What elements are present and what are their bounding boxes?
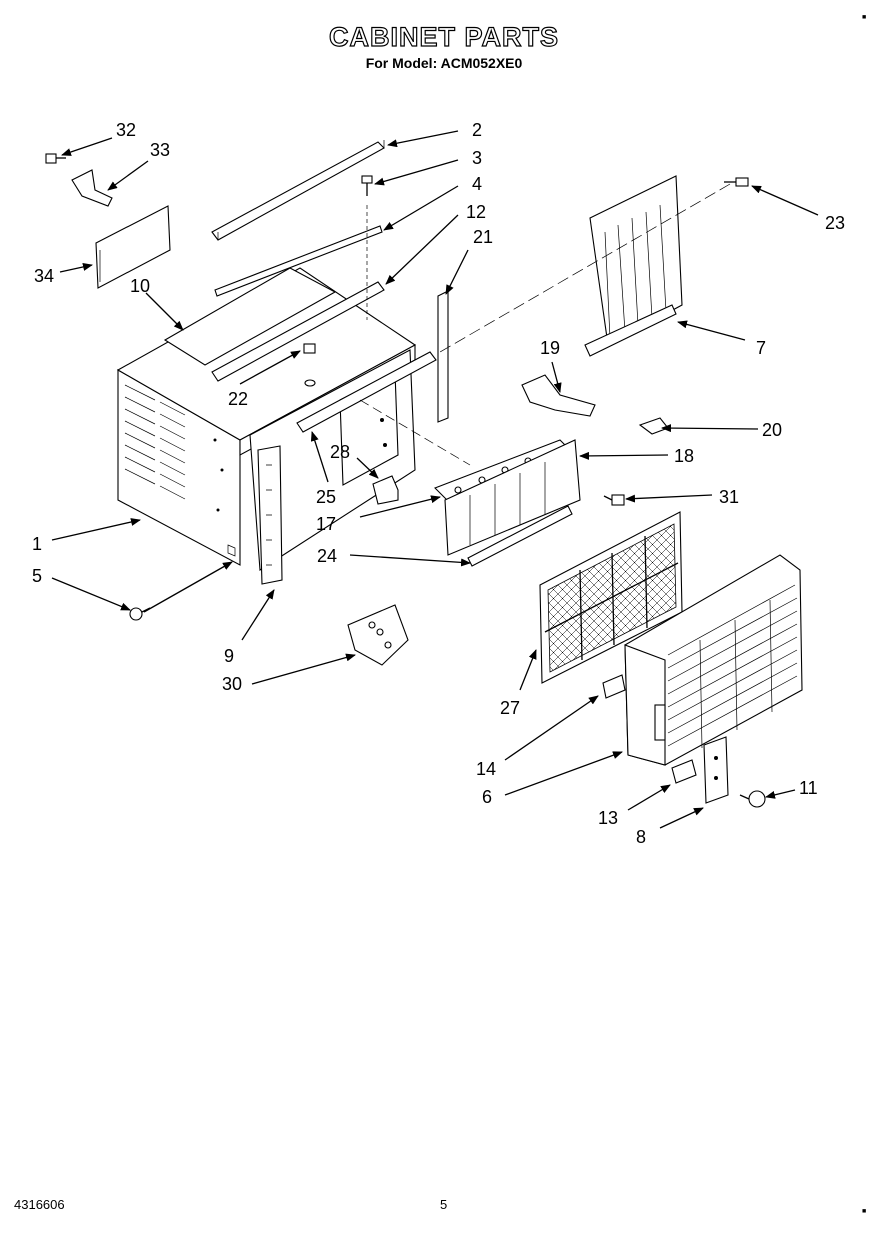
model-subtitle: For Model: ACM052XE0 (365, 55, 523, 71)
label-part-13: 13 (598, 808, 618, 828)
label-part-6: 6 (482, 787, 492, 807)
seal-strip-part-4 (214, 225, 383, 297)
label-part-28: 28 (330, 442, 350, 462)
clip-part-22 (303, 343, 316, 387)
label-part-24: 24 (317, 546, 337, 566)
label-part-18: 18 (674, 446, 694, 466)
side-rail-part-12 (211, 281, 385, 382)
label-part-3: 3 (472, 148, 482, 168)
label-part-8: 8 (636, 827, 646, 847)
document-number: 4316606 (14, 1197, 65, 1212)
label-part-22: 22 (228, 389, 248, 409)
label-part-30: 30 (222, 674, 242, 694)
page-number: 5 (440, 1197, 448, 1212)
clip-part-20 (638, 417, 669, 435)
part-number-labels: 2 3 4 12 21 23 7 19 20 18 31 17 24 28 25… (32, 120, 845, 847)
screw-part-5 (129, 607, 151, 621)
label-part-2: 2 (472, 120, 482, 140)
motor-mount-part-30 (347, 604, 409, 666)
back-louver-panel-part-7 (584, 175, 683, 357)
top-insulation-pad-part-10 (163, 267, 337, 366)
bracket-part-33 (71, 169, 113, 207)
label-part-20: 20 (762, 420, 782, 440)
lower-rail-part-25 (296, 351, 437, 433)
front-grille-part-6 (624, 554, 803, 766)
lever-part-19 (521, 374, 596, 417)
vertical-bracket-part-21 (437, 290, 449, 423)
label-part-1: 1 (32, 534, 42, 554)
panel-part-34 (95, 205, 171, 289)
air-filter-part-27 (539, 511, 683, 684)
corner-mark-bottom-right: ■ (862, 1208, 867, 1215)
corner-mark-top-right: ■ (862, 14, 867, 21)
page-title: CABINET PARTS (328, 21, 559, 52)
screw-part-23 (724, 177, 749, 187)
alignment-line-17 (359, 399, 471, 466)
label-part-32: 32 (116, 120, 136, 140)
screw-part-3 (361, 175, 373, 320)
label-part-21: 21 (473, 227, 493, 247)
screw-part-32 (45, 153, 66, 164)
alignment-line-23 (439, 183, 731, 353)
screw-part-31 (603, 494, 625, 506)
label-part-7: 7 (756, 338, 766, 358)
label-part-33: 33 (150, 140, 170, 160)
label-part-31: 31 (719, 487, 739, 507)
label-part-10: 10 (130, 276, 150, 296)
label-part-5: 5 (32, 566, 42, 586)
label-part-9: 9 (224, 646, 234, 666)
label-part-25: 25 (316, 487, 336, 507)
label-part-34: 34 (34, 266, 54, 286)
label-part-14: 14 (476, 759, 496, 779)
label-part-27: 27 (500, 698, 520, 718)
label-part-12: 12 (466, 202, 486, 222)
bracket-part-28 (372, 475, 399, 505)
label-part-23: 23 (825, 213, 845, 233)
label-part-11: 11 (799, 778, 818, 798)
top-rail-part-2 (211, 141, 385, 241)
hinge-plate-part-8 (703, 736, 729, 804)
grille-frame-part-18 (444, 439, 581, 556)
label-part-19: 19 (540, 338, 560, 358)
label-part-4: 4 (472, 174, 482, 194)
leader-lines (51, 130, 819, 829)
cabinet-side-louvers (124, 384, 186, 500)
knob-part-11 (739, 790, 766, 808)
label-part-17: 17 (316, 514, 336, 534)
block-part-14 (602, 674, 626, 699)
block-part-13 (671, 759, 697, 784)
